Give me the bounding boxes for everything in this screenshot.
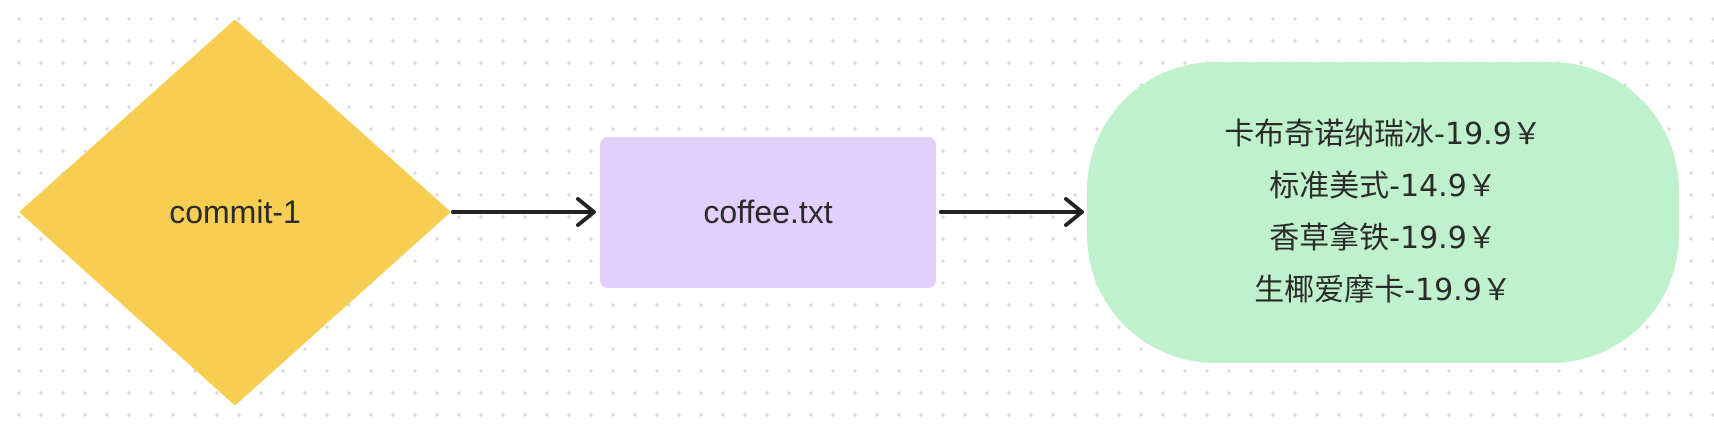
content-node[interactable]: 卡布奇诺纳瑞冰-19.9￥ 标准美式-14.9￥ 香草拿铁-19.9￥ 生椰爱摩… xyxy=(1087,62,1679,363)
commit-label: commit-1 xyxy=(169,194,301,230)
arrowhead xyxy=(1064,197,1084,227)
edge-commit-to-file xyxy=(451,197,596,227)
menu-line: 标准美式-14.9￥ xyxy=(1269,168,1497,204)
file-label: coffee.txt xyxy=(703,194,833,230)
menu-line: 香草拿铁-19.9￥ xyxy=(1269,220,1497,256)
edge-file-to-content xyxy=(939,197,1084,227)
diamond-shape xyxy=(20,20,450,405)
file-node[interactable]: coffee.txt xyxy=(600,137,936,288)
commit-node[interactable]: commit-1 xyxy=(20,20,450,405)
menu-line: 卡布奇诺纳瑞冰-19.9￥ xyxy=(1224,116,1542,152)
menu-line: 生椰爱摩卡-19.9￥ xyxy=(1254,272,1512,308)
arrowhead xyxy=(576,197,596,227)
